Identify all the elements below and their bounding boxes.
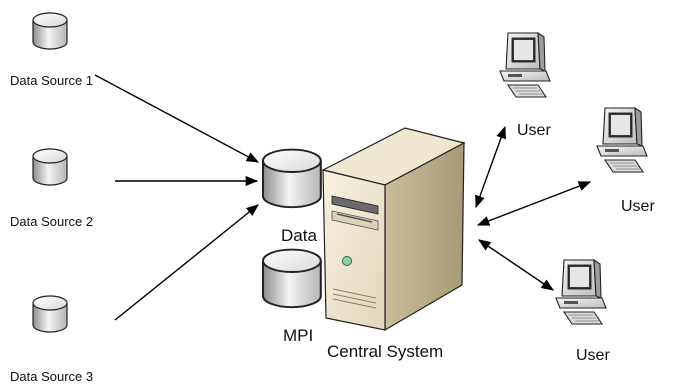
data-source-2: Data Source 2: [10, 148, 93, 229]
arrow-source3-to-data: [114, 204, 259, 321]
computer-icon: [499, 32, 551, 98]
user-1-label: User: [517, 122, 551, 139]
arrow-source1-to-data: [94, 74, 260, 163]
database-icon: [261, 248, 322, 309]
data-source-3-label: Data Source 3: [10, 369, 93, 384]
data-database-label: Data: [281, 226, 317, 245]
data-source-2-label: Data Source 2: [10, 214, 93, 229]
central-data-database: [261, 148, 322, 209]
user-1: User: [499, 32, 551, 139]
arrow-central-user3: [477, 239, 555, 291]
user-2-label: User: [621, 198, 655, 215]
mpi-database-label: MPI: [283, 326, 313, 345]
database-icon: [261, 148, 322, 209]
data-source-1-label: Data Source 1: [10, 73, 93, 88]
user-2: User: [596, 107, 655, 215]
arrow-central-user2: [476, 181, 592, 226]
data-source-1: Data Source 1: [10, 12, 93, 88]
user-3: User: [555, 259, 610, 364]
server-icon: [321, 127, 466, 332]
computer-icon: [555, 259, 607, 325]
database-icon: [32, 148, 68, 186]
connectors: [94, 74, 592, 321]
computer-icon: [596, 107, 648, 173]
database-icon: [32, 295, 68, 333]
user-3-label: User: [576, 347, 610, 364]
data-source-3: Data Source 3: [10, 295, 93, 384]
central-mpi-database: [261, 248, 322, 309]
central-server: Central System: [321, 127, 466, 361]
database-icon: [32, 12, 68, 50]
central-system-label: Central System: [327, 342, 443, 361]
arrow-central-user1: [475, 125, 506, 209]
